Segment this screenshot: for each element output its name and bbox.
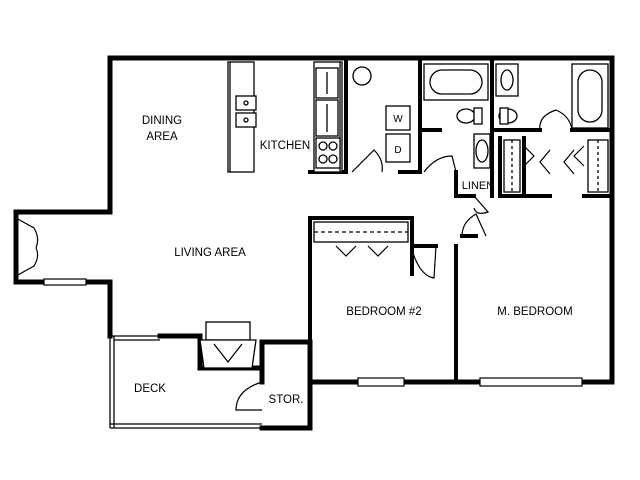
dryer xyxy=(385,133,411,163)
window-master xyxy=(479,377,583,387)
washer xyxy=(385,105,411,131)
dryer-label: D xyxy=(394,145,401,156)
storage-label: STOR. xyxy=(269,394,304,406)
room-labels: DINING AREA KITCHEN LIVING AREA BEDROOM … xyxy=(134,114,573,406)
fireplace xyxy=(199,321,257,369)
storage-door xyxy=(235,381,263,411)
master-door xyxy=(461,213,487,237)
dining-label-1: DINING xyxy=(142,115,182,127)
range xyxy=(315,137,341,169)
living-label: LIVING AREA xyxy=(174,247,246,259)
linen-door xyxy=(473,195,490,214)
water-heater xyxy=(352,66,372,86)
laundry-door xyxy=(351,149,383,173)
master-bath-door xyxy=(539,109,573,131)
hall-bath xyxy=(423,63,491,169)
toilet xyxy=(456,108,476,124)
closets xyxy=(313,139,609,243)
kitchen-label: KITCHEN xyxy=(260,140,310,152)
laundry xyxy=(352,66,411,163)
linen-label: LINEN xyxy=(462,180,494,192)
entry-door xyxy=(15,217,39,277)
master-bath xyxy=(495,63,609,129)
kitchen-sink xyxy=(235,95,257,111)
master-closet-doors xyxy=(523,145,585,175)
bath-door xyxy=(423,155,457,173)
bedroom2-door xyxy=(411,245,437,279)
windows xyxy=(43,278,583,387)
washer-label: W xyxy=(393,114,403,125)
interior-walls xyxy=(308,56,614,384)
doors xyxy=(15,109,585,411)
bedroom2-label: BEDROOM #2 xyxy=(346,306,421,318)
window-entry xyxy=(43,278,87,286)
master-vanity xyxy=(495,63,519,97)
deck xyxy=(109,335,262,429)
kitchen-fixtures xyxy=(227,61,343,173)
deck-label: DECK xyxy=(134,383,166,395)
bedroom2-closet-doors xyxy=(335,245,389,257)
window-bedroom2 xyxy=(357,377,405,387)
master-bedroom-label: M. BEDROOM xyxy=(497,306,572,318)
dining-label-2: AREA xyxy=(146,131,178,143)
